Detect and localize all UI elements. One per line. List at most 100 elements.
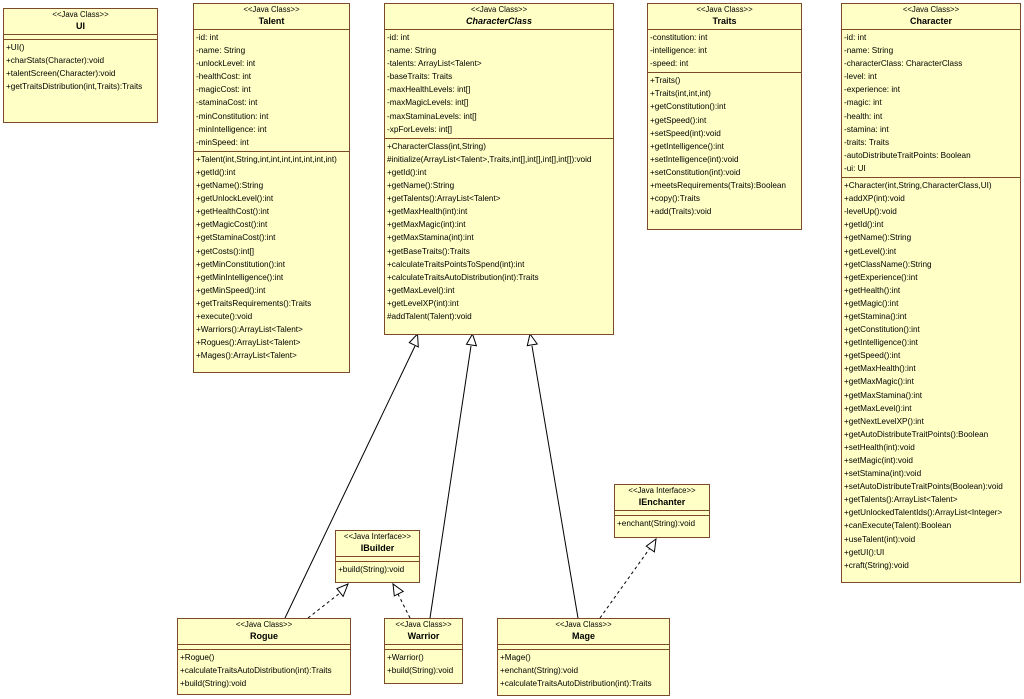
field-row: -unlockLevel: int bbox=[196, 59, 256, 69]
rogue-implements-ibuilder-line bbox=[307, 592, 341, 619]
class-name: IEnchanter bbox=[638, 497, 686, 507]
method-row: +setStamina(int):void bbox=[844, 469, 922, 479]
method-row: +getMaxStamina(int):int bbox=[387, 233, 474, 243]
class-box-ui[interactable]: <<Java Class>> UI +UI()+charStats(Charac… bbox=[3, 8, 158, 123]
method-row: +useTalent(int):void bbox=[844, 534, 916, 544]
method-row: +getMaxStamina():int bbox=[844, 390, 923, 400]
field-row: -minSpeed: int bbox=[196, 137, 249, 147]
method-row: +Mages():ArrayList<Talent> bbox=[196, 351, 297, 361]
method-row: +getName():String bbox=[387, 181, 455, 191]
class-name: CharacterClass bbox=[465, 16, 533, 26]
method-row: +Traits() bbox=[650, 76, 681, 86]
methods-section: +Character(int,String,CharacterClass,UI)… bbox=[842, 178, 1020, 574]
method-row: +getMaxHealth():int bbox=[844, 364, 916, 374]
method-row: +getMaxMagic(int):int bbox=[387, 220, 466, 230]
methods-section: +enchant(String):void bbox=[615, 516, 709, 532]
fields-section bbox=[336, 557, 419, 562]
method-row: +getNextLevelXP():int bbox=[844, 416, 924, 426]
methods-section: +Talent(int,String,int,int,int,int,int,i… bbox=[194, 152, 349, 365]
method-row: +enchant(String):void bbox=[617, 519, 696, 528]
class-header: <<Java Class>> Traits bbox=[648, 4, 801, 30]
fields-section: -id: int-name: String-unlockLevel: int-h… bbox=[194, 30, 349, 152]
realization-arrowhead bbox=[336, 583, 349, 598]
method-row: +build(String):void bbox=[338, 565, 405, 574]
fields-section bbox=[4, 35, 157, 40]
method-row: +getMaxHealth(int):int bbox=[387, 207, 468, 217]
method-row: +setConstitution(int):void bbox=[650, 167, 741, 177]
fields-section: -id: int-name: String-characterClass: Ch… bbox=[842, 30, 1020, 179]
method-row: +enchant(String):void bbox=[500, 666, 579, 676]
method-row: +canExecute(Talent):Boolean bbox=[844, 521, 952, 531]
method-row: +setAutoDistributeTraitPoints(Boolean):v… bbox=[844, 482, 1003, 492]
stereotype-label: <<Java Class>> bbox=[902, 5, 960, 14]
method-row: +Warrior() bbox=[387, 653, 424, 662]
field-row: -speed: int bbox=[650, 59, 689, 69]
method-row: #initialize(ArrayList<Talent>,Traits,int… bbox=[387, 154, 592, 164]
method-row: +getMaxMagic():int bbox=[844, 377, 914, 387]
field-row: -health: int bbox=[844, 111, 883, 121]
field-row: -intelligence: int bbox=[650, 46, 707, 56]
method-row: +getMaxLevel():int bbox=[387, 285, 455, 295]
method-row: +meetsRequirements(Traits):Boolean bbox=[650, 181, 786, 191]
field-row: -traits: Traits bbox=[844, 137, 890, 147]
field-row: -constitution: int bbox=[650, 33, 708, 42]
class-box-rogue[interactable]: <<Java Class>> Rogue +Rogue()+calculateT… bbox=[177, 618, 351, 695]
method-row: +getStamina():int bbox=[844, 311, 907, 321]
method-row: +setHealth(int):void bbox=[844, 442, 915, 452]
method-row: +build(String):void bbox=[387, 666, 454, 676]
field-row: -id: int bbox=[844, 33, 867, 42]
stereotype-label: <<Java Class>> bbox=[470, 5, 528, 14]
field-row: -experience: int bbox=[844, 85, 900, 95]
class-name: IBuilder bbox=[360, 543, 395, 553]
method-row: +getUnlockedTalentIds():ArrayList<Intege… bbox=[844, 508, 1003, 518]
class-header: <<Java Class>> UI bbox=[4, 9, 157, 35]
field-row: -ui: UI bbox=[844, 163, 866, 173]
method-row: +getLevelXP(int):int bbox=[387, 298, 459, 308]
rogue-extends-characterclass-line bbox=[284, 345, 416, 619]
method-row: +Talent(int,String,int,int,int,int,int,i… bbox=[196, 154, 337, 164]
method-row: +charStats(Character):void bbox=[6, 56, 105, 66]
field-row: -characterClass: CharacterClass bbox=[844, 59, 963, 69]
class-box-characterclass[interactable]: <<Java Class>> CharacterClass -id: int-n… bbox=[384, 3, 614, 335]
class-box-character[interactable]: <<Java Class>> Character -id: int-name: … bbox=[841, 3, 1021, 583]
method-row: +getName():String bbox=[844, 233, 912, 243]
method-row: +getExperience():int bbox=[844, 272, 918, 282]
field-row: -maxMagicLevels: int[] bbox=[387, 98, 469, 108]
field-row: -name: String bbox=[196, 46, 246, 56]
field-row: -talents: ArrayList<Talent> bbox=[387, 59, 482, 69]
class-box-mage[interactable]: <<Java Class>> Mage +Mage()+enchant(Stri… bbox=[497, 618, 670, 696]
stereotype-label: <<Java Class>> bbox=[243, 5, 300, 14]
method-row: +getLevel():int bbox=[844, 246, 897, 256]
field-row: -id: int bbox=[196, 33, 219, 42]
class-name: Mage bbox=[571, 631, 595, 641]
method-row: +calculateTraitsPointsToSpend(int):int bbox=[387, 259, 525, 269]
realization-arrowhead bbox=[645, 537, 657, 553]
generalization-arrowhead bbox=[465, 332, 478, 347]
class-header: <<Java Class>> Mage bbox=[498, 619, 669, 645]
methods-section: +Traits()+Traits(int,int,int)+getConstit… bbox=[648, 73, 801, 220]
method-row: +Warriors():ArrayList<Talent> bbox=[196, 325, 303, 335]
class-box-talent[interactable]: <<Java Class>> Talent -id: int-name: Str… bbox=[193, 3, 350, 373]
methods-section: +Rogue()+calculateTraitsAutoDistribution… bbox=[178, 650, 350, 692]
method-row: +setIntelligence(int):void bbox=[650, 154, 739, 164]
class-box-traits[interactable]: <<Java Class>> Traits -constitution: int… bbox=[647, 3, 802, 230]
field-row: -magic: int bbox=[844, 98, 882, 108]
method-row: +craft(String):void bbox=[844, 560, 909, 570]
method-row: +calculateTraitsAutoDistribution(int):Tr… bbox=[180, 666, 332, 676]
method-row: +addXP(int):void bbox=[844, 194, 905, 204]
class-name: Traits bbox=[712, 16, 737, 26]
class-header: <<Java Interface>> IBuilder bbox=[336, 531, 419, 557]
class-header: <<Java Class>> Warrior bbox=[385, 619, 462, 645]
interface-box-ienchanter[interactable]: <<Java Interface>> IEnchanter +enchant(S… bbox=[614, 484, 710, 538]
class-box-warrior[interactable]: <<Java Class>> Warrior +Warrior() +build(… bbox=[384, 618, 463, 684]
method-row: +build(String):void bbox=[180, 679, 247, 689]
method-row: +getMagicCost():int bbox=[196, 220, 268, 230]
interface-box-ibuilder[interactable]: <<Java Interface>> IBuilder +build(Strin… bbox=[335, 530, 420, 583]
field-row: -name: String bbox=[387, 46, 437, 56]
method-row: +getHealth():int bbox=[844, 285, 901, 295]
method-row: +getConstitution():int bbox=[650, 102, 726, 112]
method-row: +getTalents():ArrayList<Talent> bbox=[387, 194, 501, 204]
method-row: +copy():Traits bbox=[650, 194, 700, 204]
method-row: +getSpeed():int bbox=[844, 351, 901, 361]
method-row: +getClassName():String bbox=[844, 259, 932, 269]
